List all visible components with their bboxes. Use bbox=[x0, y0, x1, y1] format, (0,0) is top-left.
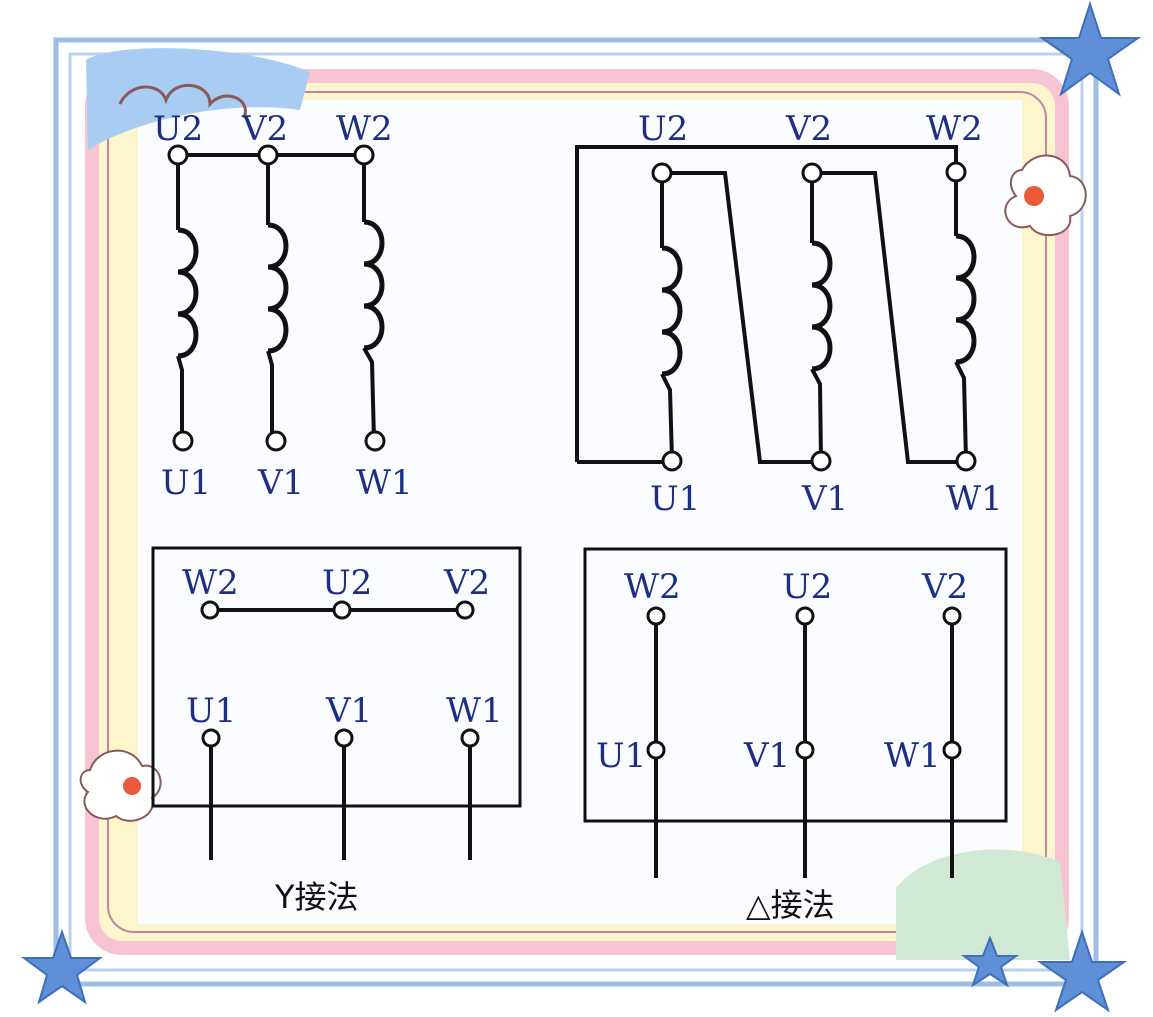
delta-winding-bottom-label-u1: U1 bbox=[650, 479, 700, 519]
decorative-frame bbox=[20, 0, 1142, 1013]
delta-winding-bottom-label-w1: W1 bbox=[946, 479, 1003, 519]
y-box-label-w1: W1 bbox=[446, 691, 503, 731]
terminal-u1 bbox=[661, 450, 683, 472]
terminal-u1 bbox=[201, 728, 221, 748]
delta-outer-loop bbox=[575, 145, 958, 462]
y-box-top-label-w2: W2 bbox=[182, 563, 239, 603]
terminal-v1 bbox=[334, 728, 354, 748]
cloud-face-right bbox=[1004, 154, 1087, 236]
delta-winding-top-label-w2: W2 bbox=[926, 109, 983, 149]
delta-box-label-v1: V1 bbox=[743, 736, 790, 776]
delta-winding-top-label-v2: V2 bbox=[785, 109, 832, 149]
terminal-v2 bbox=[257, 144, 279, 166]
terminal-u2 bbox=[167, 144, 189, 166]
delta-winding-top-label-u2: U2 bbox=[638, 109, 688, 149]
star-decoration-top-right bbox=[1038, 0, 1142, 97]
terminal-w1 bbox=[460, 728, 480, 748]
terminal-w1 bbox=[955, 450, 977, 472]
delta-box-label-u1: U1 bbox=[596, 736, 646, 776]
terminal-box-outline bbox=[583, 547, 1008, 823]
delta-winding-diagram: U2 V2 W2 U1 V1 W1 bbox=[575, 109, 1003, 519]
y-connection-caption: Y接法 bbox=[274, 878, 359, 916]
winding-wire bbox=[954, 361, 968, 461]
terminal-v1 bbox=[795, 740, 815, 760]
terminal-u1 bbox=[646, 740, 666, 760]
winding-wire bbox=[810, 368, 823, 461]
delta-link-u2-v1 bbox=[662, 171, 820, 464]
green-cloud-decoration bbox=[896, 849, 1070, 960]
swirl-decoration bbox=[118, 84, 247, 119]
blue-cloud-decoration bbox=[86, 48, 310, 150]
terminal-v2 bbox=[455, 600, 475, 620]
delta-box-label-w1: W1 bbox=[884, 736, 941, 776]
terminal-w2 bbox=[945, 161, 967, 183]
star-winding-diagram: U2 V2 W2 U1 V1 W1 bbox=[153, 109, 413, 503]
y-box-top-label-u2: U2 bbox=[322, 563, 372, 603]
star-decoration-bottom-right bbox=[1036, 928, 1128, 1013]
cloud-face-left bbox=[79, 749, 162, 822]
terminal-box-outline bbox=[151, 546, 522, 808]
delta-winding-bottom-label-v1: V1 bbox=[801, 479, 848, 519]
terminal-u2 bbox=[795, 606, 815, 626]
terminal-u2 bbox=[332, 600, 352, 620]
star-winding-bottom-label-v1: V1 bbox=[257, 463, 304, 503]
delta-connection-terminal-box: W2 U2 V2 U1 V1 W1 △接法 bbox=[583, 547, 1008, 924]
star-decoration-bottom-right-small bbox=[960, 935, 1020, 988]
y-box-top-label-v2: V2 bbox=[443, 563, 490, 603]
delta-box-top-label-v2: V2 bbox=[921, 567, 968, 607]
terminal-v2 bbox=[942, 606, 962, 626]
terminal-w2 bbox=[646, 606, 666, 626]
terminal-w2 bbox=[353, 144, 375, 166]
y-connection-terminal-box: W2 U2 V2 U1 V1 W1 Y接法 bbox=[151, 546, 522, 916]
winding-wire bbox=[660, 373, 674, 461]
star-winding-top-label-v2: V2 bbox=[241, 109, 288, 149]
star-decoration-bottom-left bbox=[20, 928, 104, 1005]
delta-box-top-label-u2: U2 bbox=[782, 567, 832, 607]
terminal-w2 bbox=[200, 600, 220, 620]
terminal-w1 bbox=[364, 430, 386, 452]
winding-wire bbox=[362, 347, 376, 441]
star-winding-bottom-label-w1: W1 bbox=[356, 463, 413, 503]
delta-connection-caption: △接法 bbox=[746, 886, 835, 924]
terminal-u2 bbox=[651, 162, 673, 184]
winding-wire bbox=[176, 355, 184, 440]
terminal-v1 bbox=[265, 430, 287, 452]
terminal-v2 bbox=[801, 162, 823, 184]
winding-wire bbox=[266, 350, 274, 440]
terminal-u1 bbox=[172, 430, 194, 452]
delta-box-top-label-w2: W2 bbox=[624, 567, 681, 607]
star-winding-bottom-label-u1: U1 bbox=[161, 463, 211, 503]
y-box-label-v1: V1 bbox=[325, 691, 372, 731]
terminal-w1 bbox=[942, 740, 962, 760]
star-winding-top-label-u2: U2 bbox=[153, 109, 203, 149]
y-box-label-u1: U1 bbox=[186, 691, 236, 731]
delta-link-v2-w1 bbox=[812, 171, 966, 464]
star-winding-top-label-w2: W2 bbox=[336, 109, 393, 149]
terminal-v1 bbox=[810, 450, 832, 472]
